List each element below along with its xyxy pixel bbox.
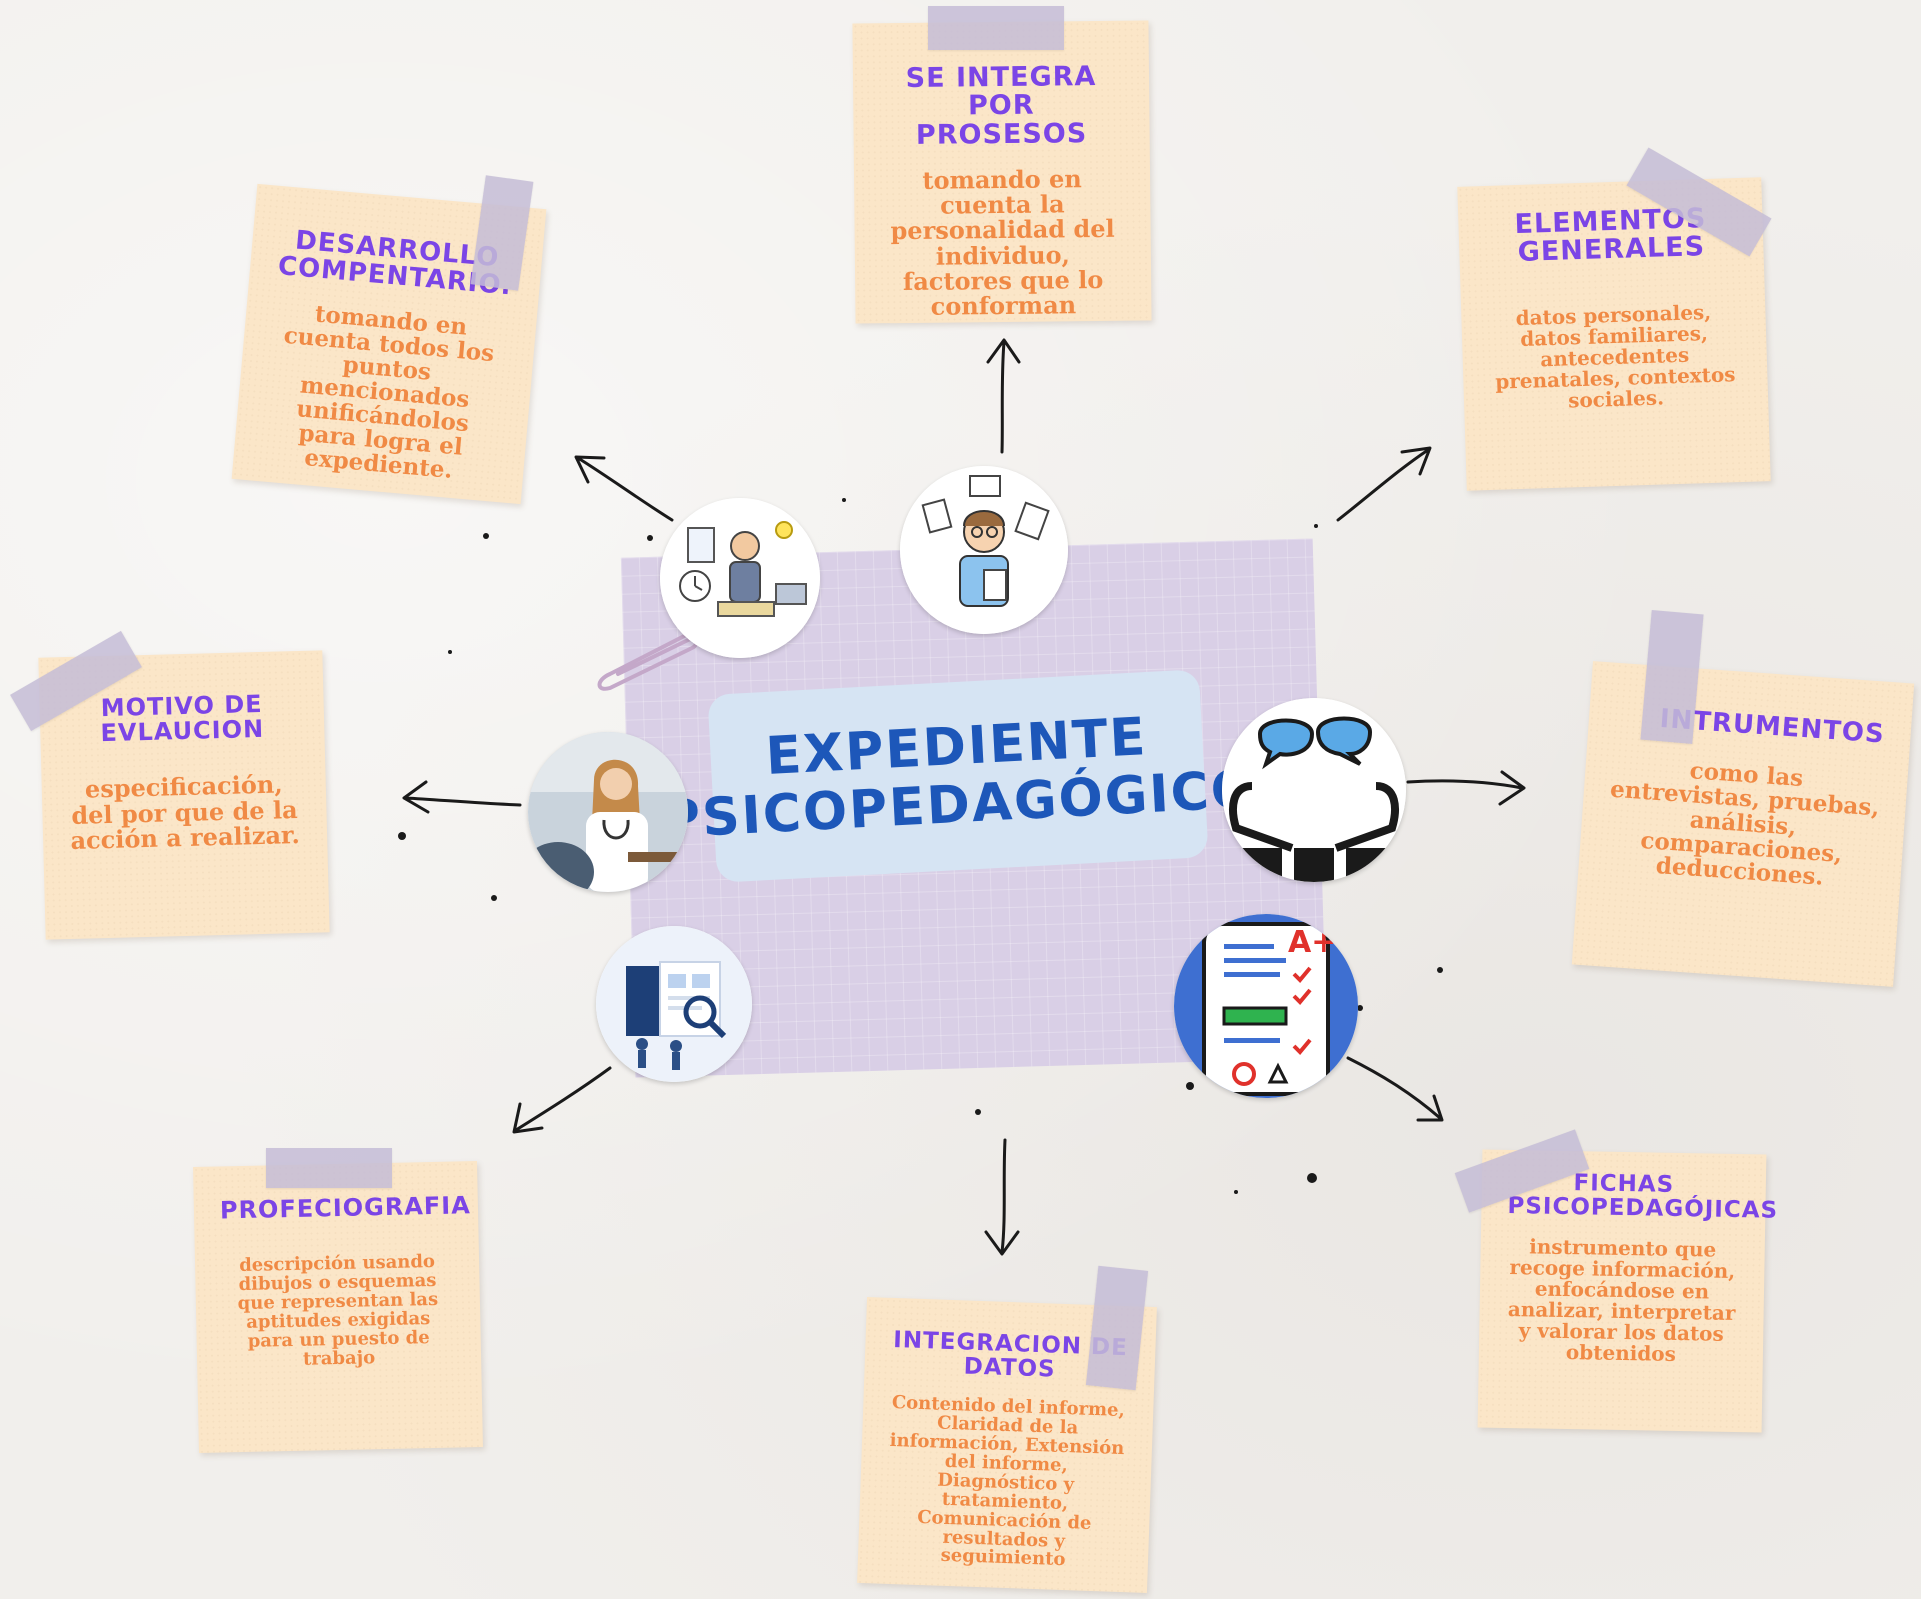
note-title: MOTIVO DE EVLAUCION xyxy=(100,689,265,748)
arrow-bottom xyxy=(984,1138,1020,1256)
tape-top xyxy=(928,6,1064,50)
document-research-icon xyxy=(596,926,752,1082)
note-description: Contenido del informe, Claridad de la in… xyxy=(889,1392,1126,1571)
conversation-bubbles-icon xyxy=(1222,698,1406,882)
arrow-top-left xyxy=(574,455,674,522)
note-profeciografia: PROFECIOGRAFIA descripción usando dibujo… xyxy=(193,1161,483,1453)
arrow-top-right xyxy=(1336,446,1432,522)
multitasking-person-icon xyxy=(660,498,820,658)
person-with-papers-icon xyxy=(900,466,1068,634)
graded-test-icon: A+ xyxy=(1174,914,1358,1098)
note-description: tomando en cuenta la personalidad del in… xyxy=(890,164,1115,321)
note-description: datos personales, datos familiares, ante… xyxy=(1494,299,1736,413)
note-intrumentos: INTRUMENTOS como las entrevistas, prueba… xyxy=(1571,661,1915,987)
arrow-top xyxy=(986,338,1021,454)
note-description: como las entrevistas, pruebas, análisis,… xyxy=(1609,757,1881,891)
doctor-consultation-icon xyxy=(528,732,688,892)
arrow-right xyxy=(1406,770,1526,806)
note-title: SE INTEGRA POR PROSESOS xyxy=(905,61,1097,151)
note-description: instrumento que recoge información, enfo… xyxy=(1507,1234,1736,1367)
arrow-left xyxy=(402,780,522,814)
note-se-integra-por-prosesos: SE INTEGRA POR PROSESOS tomando en cuent… xyxy=(852,20,1152,324)
arrow-bottom-left xyxy=(512,1066,612,1134)
note-description: especificación, del por que de la acción… xyxy=(70,769,301,855)
note-description: tomando en cuenta todos los puntos menci… xyxy=(282,300,496,485)
central-title: EXPEDIENTE PSICOPEDAGÓGICO xyxy=(661,669,1258,883)
note-title: PROFECIOGRAFIA xyxy=(219,1191,472,1225)
arrow-bottom-right xyxy=(1346,1056,1444,1122)
note-description: descripción usando dibujos o esquemas qu… xyxy=(237,1251,439,1370)
tape-bottom-left xyxy=(266,1148,392,1188)
